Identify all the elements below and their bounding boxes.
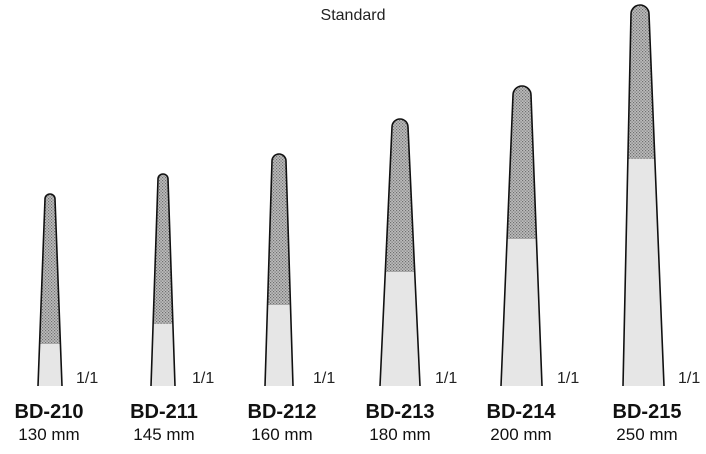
scale-label-bd-215: 1/1 — [678, 370, 701, 387]
model-code: BD-211 — [130, 401, 198, 423]
tip-bd-213 — [379, 118, 421, 387]
model-code: BD-215 — [612, 401, 682, 423]
model-label-bd-213: BD-213 180 mm — [345, 402, 455, 443]
scale-label-bd-210: 1/1 — [76, 370, 99, 387]
model-length: 250 mm — [616, 425, 678, 444]
scale-label-bd-213: 1/1 — [435, 370, 458, 387]
page-title: Standard — [320, 7, 386, 24]
model-code: BD-213 — [365, 401, 435, 423]
scale-label-bd-212: 1/1 — [313, 370, 336, 387]
model-length: 160 mm — [251, 425, 313, 444]
tip-bd-215 — [622, 4, 665, 387]
tip-bd-214 — [500, 85, 543, 387]
scale-label-bd-211: 1/1 — [192, 370, 215, 387]
tip-bd-210 — [37, 193, 63, 387]
model-label-bd-214: BD-214 200 mm — [466, 402, 576, 443]
tip-bd-211 — [150, 173, 176, 387]
tip-bd-212 — [264, 153, 294, 387]
model-length: 200 mm — [490, 425, 552, 444]
model-length: 130 mm — [18, 425, 80, 444]
model-label-bd-211: BD-211 145 mm — [109, 402, 219, 443]
tip-illustrations — [37, 4, 665, 387]
model-length: 180 mm — [369, 425, 431, 444]
model-label-bd-215: BD-215 250 mm — [592, 402, 702, 443]
model-label-bd-212: BD-212 160 mm — [227, 402, 337, 443]
model-label-bd-210: BD-210 130 mm — [0, 402, 104, 443]
model-length: 145 mm — [133, 425, 195, 444]
model-code: BD-210 — [14, 401, 84, 423]
scale-label-bd-214: 1/1 — [557, 370, 580, 387]
model-code: BD-214 — [486, 401, 556, 423]
model-code: BD-212 — [247, 401, 317, 423]
